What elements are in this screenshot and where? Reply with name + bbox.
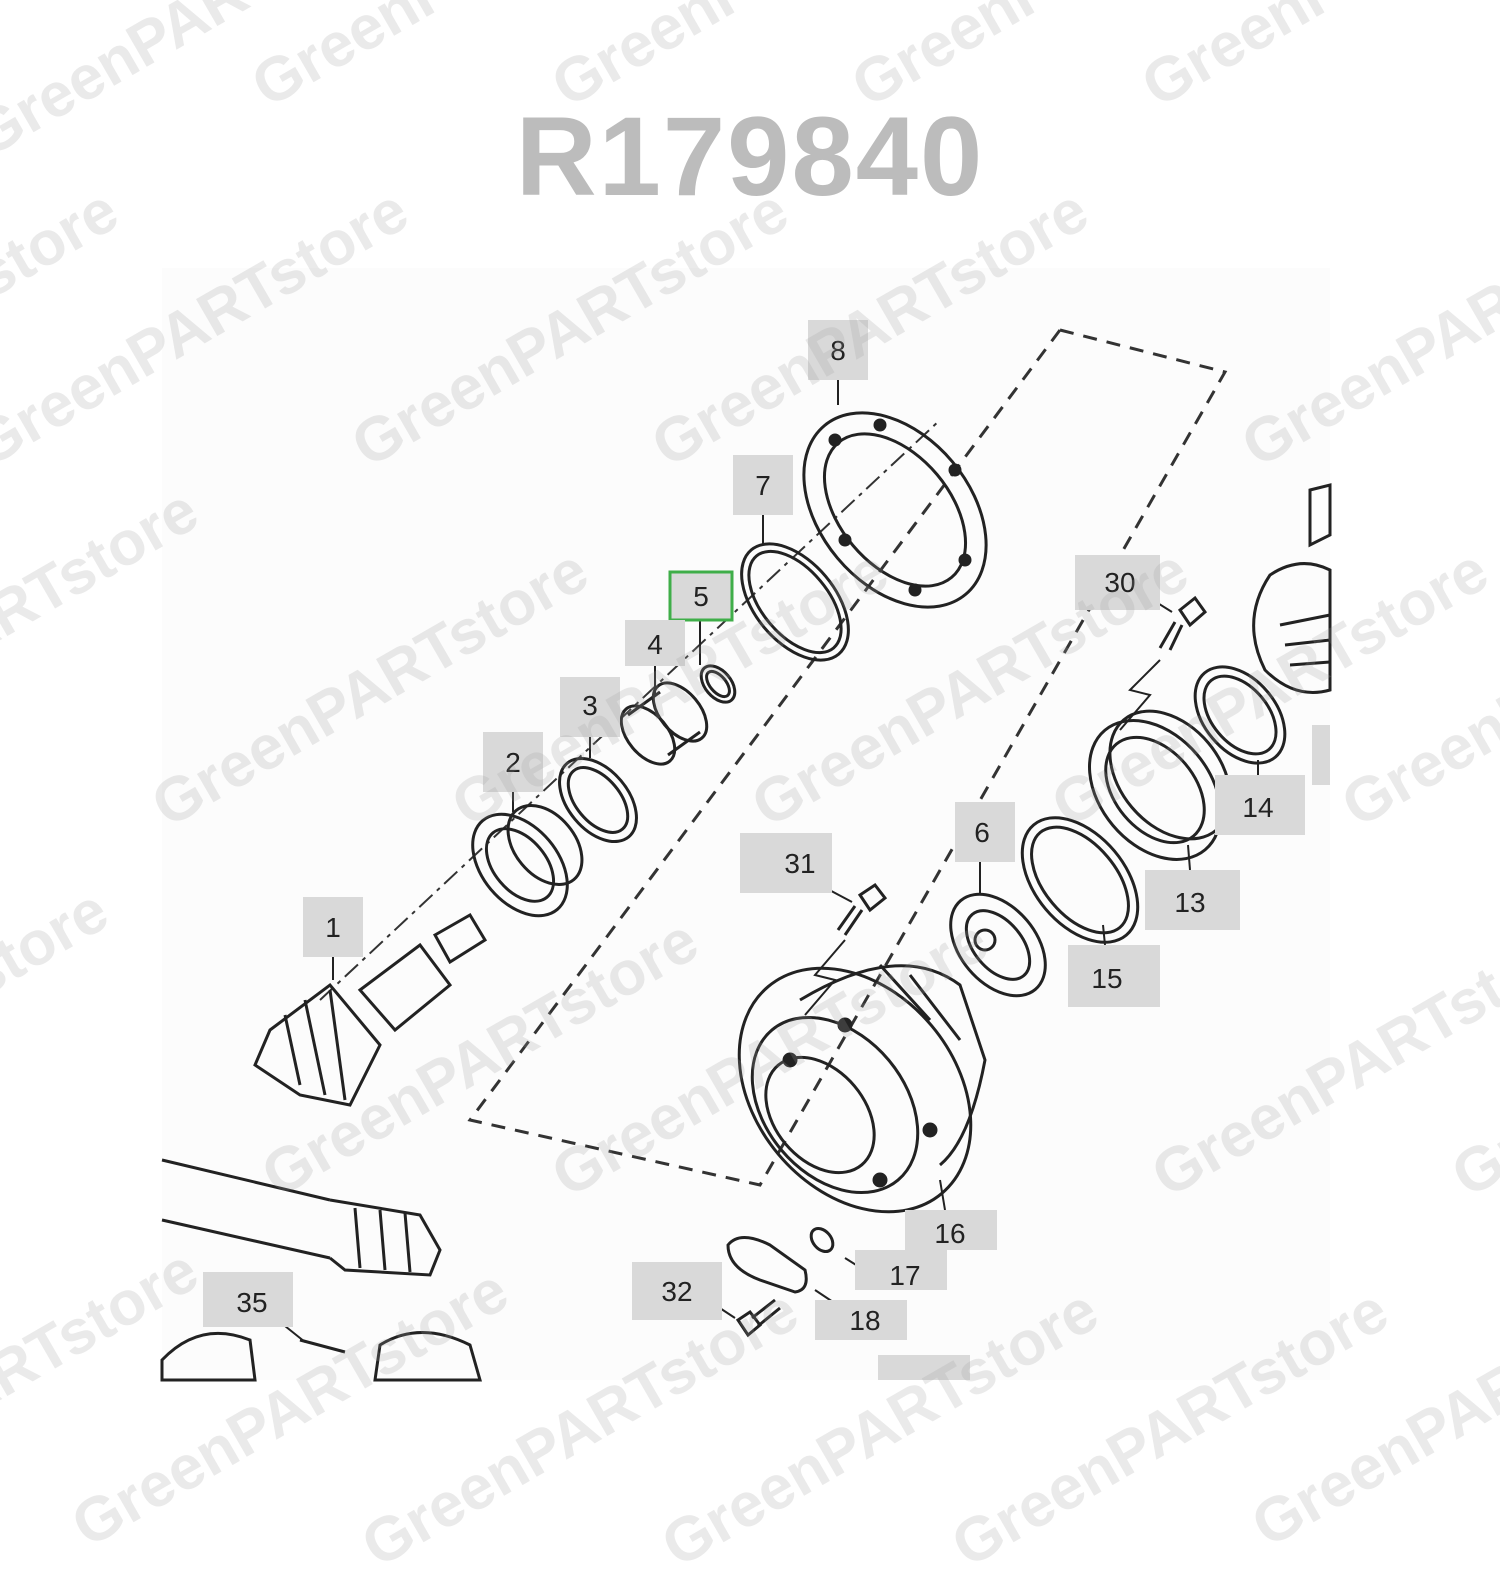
part-2-roller-bearing [471, 804, 584, 918]
pinion-axis-line [319, 419, 941, 1001]
callout-label: 8 [830, 335, 846, 366]
callout-label: 18 [849, 1305, 880, 1336]
part-5-snap-ring [699, 664, 737, 704]
part-17-washer [809, 1226, 835, 1254]
callout-5[interactable]: 5 [668, 570, 734, 622]
callout-14[interactable]: 14 [1215, 775, 1305, 835]
callout-bottom-partial [878, 1355, 970, 1380]
callout-label: 15 [1091, 963, 1122, 994]
part-32-bolt [735, 1298, 781, 1338]
part-18-lock-plate [726, 1236, 808, 1294]
parts-diagram: 8 7 5 4 3 2 1 30 [160, 268, 1332, 1382]
part-16-differential-case [737, 963, 987, 1214]
callout-label: 4 [647, 629, 663, 660]
callout-17[interactable]: 17 [855, 1250, 947, 1291]
callout-8[interactable]: 8 [808, 320, 868, 380]
callout-32[interactable]: 32 [632, 1262, 722, 1320]
part-3-bearing-cup [558, 756, 638, 844]
diagram-frame [162, 268, 1330, 1380]
callout-7[interactable]: 7 [733, 455, 793, 515]
callout-label: 13 [1174, 887, 1205, 918]
callout-35[interactable]: 35 [203, 1272, 293, 1327]
callout-label: 30 [1104, 567, 1135, 598]
callout-label: 6 [974, 817, 990, 848]
callout-4[interactable]: 4 [625, 620, 685, 666]
callout-label: 1 [325, 912, 341, 943]
page-title: R179840 [515, 94, 985, 219]
callout-label: 5 [693, 581, 709, 612]
callout-15[interactable]: 15 [1068, 945, 1160, 1007]
callout-3[interactable]: 3 [560, 677, 620, 737]
callout-label: 17 [889, 1260, 920, 1291]
part-35-hub [160, 1331, 482, 1382]
callout-label: 16 [934, 1218, 965, 1249]
part-14-ring [1193, 665, 1287, 765]
callout-label: 2 [505, 747, 521, 778]
differential-side-housing [1252, 483, 1332, 694]
callouts: 8 7 5 4 3 2 1 30 [203, 320, 1330, 1380]
part-4-spacer [619, 681, 709, 766]
callout-6[interactable]: 6 [955, 802, 1015, 862]
part-15-shim-ring [1020, 816, 1140, 944]
callout-label: 3 [582, 690, 598, 721]
callout-label: 14 [1242, 792, 1273, 823]
callout-18[interactable]: 18 [815, 1300, 907, 1340]
callout-14-partial [1312, 725, 1330, 785]
callout-16[interactable]: 16 [905, 1210, 997, 1250]
callout-2[interactable]: 2 [483, 732, 543, 792]
part-31-bolt [804, 882, 888, 1016]
callout-13[interactable]: 13 [1145, 870, 1240, 930]
part-1-pinion-shaft [253, 912, 488, 1107]
callout-label: 31 [784, 848, 815, 879]
callout-label: 7 [755, 470, 771, 501]
callout-label: 35 [236, 1287, 267, 1318]
part-30-bolt [1119, 595, 1208, 731]
part-7-shim-ring [740, 542, 850, 662]
axle-shaft [161, 1158, 442, 1277]
part-6-bearing [949, 892, 1047, 998]
callout-1[interactable]: 1 [303, 897, 363, 957]
callout-31[interactable]: 31 [740, 833, 832, 893]
part-8-flange-plate [802, 411, 988, 609]
callout-30[interactable]: 30 [1075, 555, 1160, 610]
assembly-dashed-outline [467, 328, 1228, 1187]
callout-label: 32 [661, 1276, 692, 1307]
